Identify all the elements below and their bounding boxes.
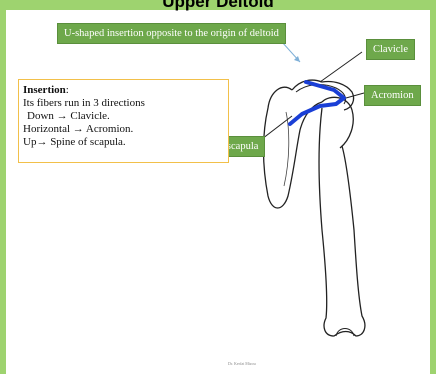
- acromion-label: Acromion: [364, 85, 421, 106]
- scapula-outline: [264, 87, 323, 208]
- insertion-line: Down → Clavicle.: [23, 110, 224, 123]
- insertion-line: Horizontal → Acromion.: [23, 123, 224, 136]
- insertion-line: Its fibers run in 3 directions: [23, 97, 224, 110]
- acromion-pointer: [346, 93, 364, 98]
- insertion-heading: Insertion:: [23, 84, 224, 97]
- insertion-note-label: U-shaped insertion opposite to the origi…: [57, 23, 286, 44]
- humerus-shaft: [319, 108, 365, 336]
- clavicle-label: Clavicle: [366, 39, 415, 60]
- insertion-info-box: Insertion: Its fibers run in 3 direction…: [18, 79, 229, 163]
- image-credit: Dr. Kerfat Mizou: [228, 361, 256, 366]
- insertion-line: Up→ Spine of scapula.: [23, 136, 224, 149]
- clavicle-pointer: [320, 52, 362, 82]
